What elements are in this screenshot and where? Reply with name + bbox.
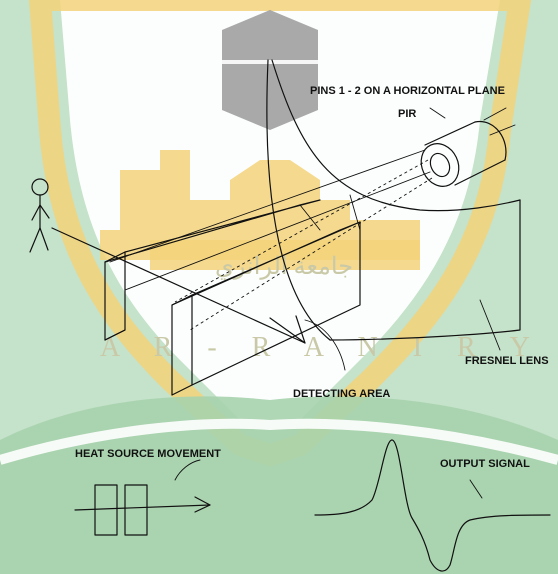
person-figure xyxy=(30,179,49,252)
detecting-box-right xyxy=(172,222,360,395)
detecting-area-pointer xyxy=(305,320,345,370)
heat-source-movement-label: HEAT SOURCE MOVEMENT xyxy=(75,448,221,460)
pir-sensor xyxy=(414,108,515,193)
output-signal-label: OUTPUT SIGNAL xyxy=(440,458,530,470)
output-signal-pointer xyxy=(470,480,482,498)
fresnel-lens-surface xyxy=(267,60,520,350)
heat-source-rect-right xyxy=(125,485,147,535)
beam-lines xyxy=(110,150,432,330)
pins-label: PINS 1 - 2 ON A HORIZONTAL PLANE xyxy=(310,85,505,97)
heat-source-rect-left xyxy=(95,485,117,535)
movement-arrow xyxy=(52,228,305,343)
pir-label: PIR xyxy=(398,108,416,120)
fresnel-lens-label: FRESNEL LENS xyxy=(465,355,549,367)
detecting-area-label: DETECTING AREA xyxy=(293,388,390,400)
detecting-box-left xyxy=(105,200,320,340)
